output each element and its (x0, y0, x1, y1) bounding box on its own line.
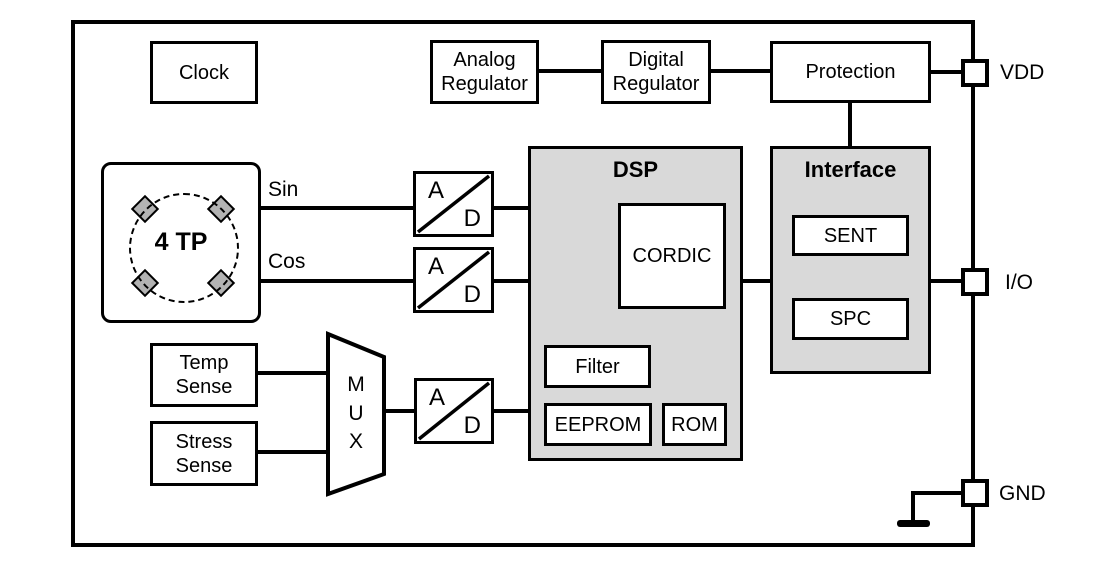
wire-interface-to-io-pin (930, 279, 963, 283)
wire-mux-to-adc (381, 409, 415, 413)
dsp-title: DSP (612, 157, 659, 182)
adc-sin-block: A D (413, 171, 494, 237)
ground-symbol (897, 520, 930, 527)
wire-protection-to-interface (848, 102, 852, 147)
adc-cos-block: A D (413, 247, 494, 313)
filter-block: Filter (544, 345, 651, 388)
wire-digital-regulator-to-protection (710, 69, 771, 73)
stress-sense-block: Stress Sense (150, 421, 258, 486)
gnd-pin (961, 479, 989, 507)
filter-label: Filter (575, 355, 620, 378)
sensor-4tp-label: 4 TP (154, 228, 208, 256)
stress-sense-label: Stress Sense (175, 430, 233, 477)
adc-diagonal-icon (417, 381, 491, 441)
wire-sin-sensor-to-adc (260, 206, 413, 210)
wire-dsp-to-interface (742, 279, 771, 283)
mux-block: M U X (325, 331, 387, 497)
wire-adc-to-dsp-bottom (493, 409, 529, 413)
io-pin (961, 268, 989, 296)
protection-label: Protection (805, 61, 896, 83)
wire-gnd-branch-v (911, 491, 915, 523)
cos-signal-label: Cos (268, 250, 306, 273)
vdd-pin (961, 59, 989, 87)
mux-letter-u: U (348, 401, 364, 425)
wire-stress-to-mux (257, 450, 330, 454)
rom-block: ROM (662, 403, 727, 446)
eeprom-block: EEPROM (544, 403, 652, 446)
sensor-dashed-circle-icon (129, 193, 239, 303)
spc-block: SPC (792, 298, 909, 340)
gnd-pin-label: GND (999, 482, 1046, 505)
spc-label: SPC (829, 308, 872, 330)
wire-protection-to-vdd-pin (930, 70, 963, 74)
adc-aux-block: A D (414, 378, 494, 444)
wire-cos-sensor-to-adc (260, 279, 413, 283)
mux-trapezoid-icon (326, 331, 386, 497)
sin-signal-label: Sin (268, 178, 299, 201)
wire-analog-to-digital-regulator (538, 69, 602, 73)
mux-letter-m: M (347, 373, 365, 397)
temp-sense-label: Temp Sense (175, 352, 233, 398)
wire-cos-adc-to-dsp (493, 279, 529, 283)
io-pin-label: I/O (1005, 271, 1034, 294)
mux-letters: M U X (325, 331, 387, 497)
interface-title: Interface (804, 157, 897, 182)
adc-d-label: D (463, 205, 481, 232)
adc-diagonal-icon (416, 250, 491, 310)
temp-sense-block: Temp Sense (150, 343, 258, 407)
analog-regulator-block: Analog Regulator (430, 40, 539, 104)
adc-d-label: D (463, 412, 481, 439)
adc-a-label: A (428, 253, 445, 280)
eeprom-label: EEPROM (554, 413, 642, 436)
protection-block: Protection (770, 41, 931, 103)
adc-a-label: A (428, 177, 445, 204)
digital-regulator-label: Digital Regulator (612, 49, 700, 95)
sent-block: SENT (792, 215, 909, 256)
mux-letter-x: X (348, 430, 363, 454)
vdd-pin-label: VDD (1000, 61, 1045, 84)
clock-label: Clock (178, 61, 229, 84)
analog-regulator-label: Analog Regulator (441, 49, 528, 95)
cordic-block: CORDIC (618, 203, 726, 309)
adc-diagonal-icon (416, 174, 491, 234)
clock-block: Clock (150, 41, 258, 104)
sent-label: SENT (823, 224, 878, 247)
wire-gnd-branch-h (913, 491, 963, 495)
adc-a-label: A (429, 384, 446, 411)
wire-temp-to-mux (257, 371, 330, 375)
wire-sin-adc-to-dsp (493, 206, 529, 210)
rom-label: ROM (671, 413, 718, 436)
adc-d-label: D (463, 281, 481, 308)
cordic-label: CORDIC (632, 245, 712, 267)
digital-regulator-block: Digital Regulator (601, 40, 711, 104)
sensor-4tp-block: 4 TP (101, 162, 261, 323)
